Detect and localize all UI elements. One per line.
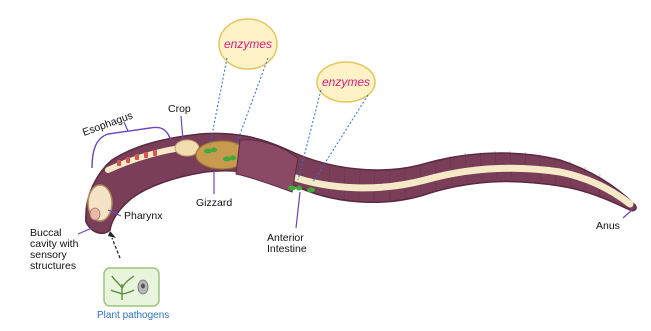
anterior-intestine-sleeve [236, 140, 298, 192]
pathogen-arrow [112, 238, 120, 258]
pathogen-arrow-head [108, 231, 116, 238]
crop-label: Crop [168, 103, 191, 115]
enzyme-bubble-icon: enzymes [219, 19, 277, 69]
crop [175, 140, 199, 156]
plant-pathogen-icon [104, 268, 159, 306]
pharynx-label: Pharynx [124, 210, 163, 222]
anterior-intestine-label: Anterior Intestine [267, 232, 307, 255]
enzymes-label-1: enzymes [224, 37, 272, 51]
anus-label: Anus [596, 220, 620, 232]
enzymes-label-2: enzymes [322, 75, 370, 89]
gizzard-label: Gizzard [196, 197, 232, 209]
buccal-cavity [90, 208, 100, 220]
enzyme-bubble-icon: enzymes [317, 62, 375, 102]
buccal-label: Buccal cavity with sensory structures [30, 227, 81, 272]
plant-pathogens-label: Plant pathogens [97, 310, 169, 321]
